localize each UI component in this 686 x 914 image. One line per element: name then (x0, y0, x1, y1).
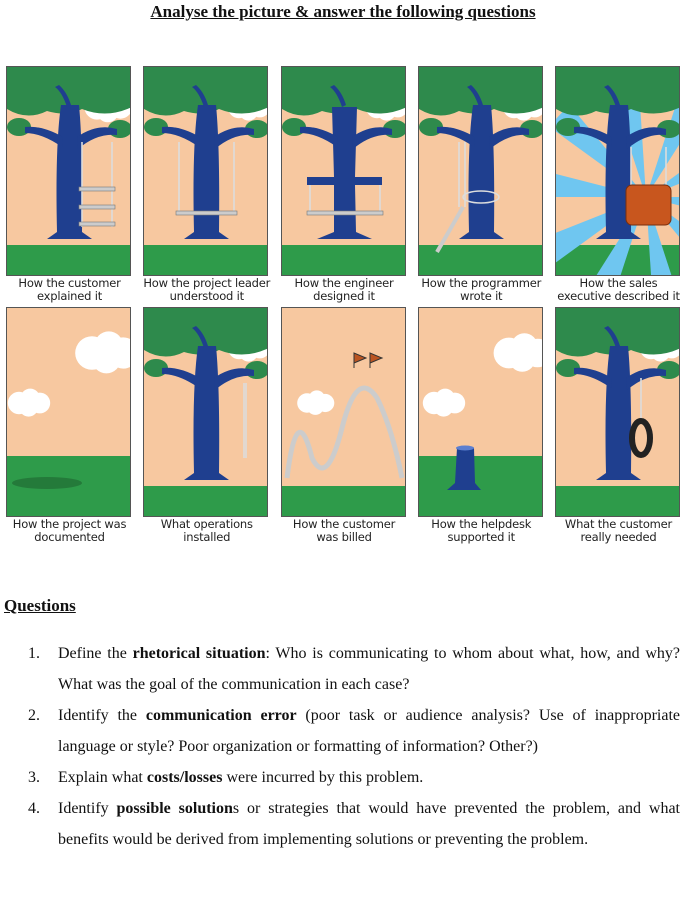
tree-stump (446, 448, 481, 490)
question-text: s or strategies that would have prevente… (58, 800, 681, 848)
panel-caption: How the engineer designed it (294, 276, 394, 303)
cartoon-illustration (556, 67, 679, 275)
cartoon-panel (280, 66, 406, 276)
cartoon-panel (555, 66, 680, 276)
tree-shape (556, 308, 679, 480)
cloud-shape (75, 331, 130, 374)
panel-caption: How the helpdesk supported it (431, 517, 532, 544)
question-text: (poor task or audience analysis? Use of … (58, 707, 681, 755)
grass-ground (144, 486, 268, 516)
panel-cell: How the project leader understood it (143, 66, 270, 307)
panel-caption: How the sales executive described it (557, 276, 680, 303)
panel-caption: How the project was documented (12, 517, 127, 544)
swing-seat (435, 205, 465, 254)
panel-cell: How the customer explained it (6, 66, 133, 307)
stump-top (455, 445, 474, 451)
cartoon-illustration (556, 308, 679, 516)
flag-shape (353, 352, 367, 368)
swing-seat (78, 221, 116, 227)
cartoon-row-1: How the customer explained it How the pr… (6, 66, 682, 307)
panel-cell: What the customer really needed (555, 307, 682, 548)
cartoon-panel (417, 307, 543, 517)
panel-caption: How the project leader understood it (143, 276, 271, 303)
panel-cell: How the sales executive described it (555, 66, 682, 307)
question-text: Identify (58, 800, 117, 817)
question-number: 4. (28, 800, 40, 817)
panel-cell: How the customer was billed (280, 307, 408, 548)
panel-caption: What the customer really needed (564, 517, 673, 544)
page-title: Analyse the picture & answer the followi… (150, 2, 536, 21)
questions-list: 1. Define the rhetorical situation: Who i… (28, 638, 680, 855)
cartoon-row-2: How the project was documented What oper… (6, 307, 682, 548)
question-item: 2. Identify the communication error (poor… (28, 700, 680, 762)
question-keyword: possible solution (116, 800, 233, 817)
question-text: were incurred by this problem. (222, 769, 424, 786)
question-text: Explain what (58, 769, 147, 786)
panel-cell: What operations installed (143, 307, 270, 548)
question-number: 1. (28, 645, 40, 662)
grass-ground (281, 486, 405, 516)
flag-shape (369, 352, 383, 368)
tree-shape (556, 67, 679, 239)
panel-caption: How the customer was billed (292, 517, 396, 544)
grass-ground (144, 245, 268, 275)
panel-caption: How the programmer wrote it (421, 276, 542, 303)
question-keyword: communication error (145, 707, 297, 724)
panel-caption: How the customer explained it (18, 276, 121, 303)
swing-seat (175, 210, 238, 216)
question-item: 3. Explain what costs/losses were incurre… (28, 762, 680, 793)
cartoon-illustration (7, 67, 130, 275)
tree-shape (418, 67, 542, 239)
grass-ground (281, 245, 405, 275)
question-item: 4. Identify possible solutions or strateg… (28, 793, 680, 855)
grass-ground (556, 486, 679, 516)
cloud-shape (296, 390, 334, 415)
cartoon-illustration (281, 67, 405, 275)
tree-shape (144, 308, 268, 480)
question-text: Define the (58, 645, 133, 662)
question-text: : Who is communicating to whom about wha… (58, 645, 681, 693)
cartoon-grid: How the customer explained it How the pr… (6, 66, 682, 548)
panel-cell: How the project was documented (6, 307, 133, 548)
question-keyword: costs/losses (146, 769, 223, 786)
tree-shape (281, 67, 405, 239)
questions-heading: Questions (4, 596, 76, 615)
question-text: Identify the (58, 707, 146, 724)
cartoon-panel (417, 66, 543, 276)
cartoon-panel (143, 307, 269, 517)
panel-cell: How the engineer designed it (280, 66, 408, 307)
cartoon-illustration (144, 308, 268, 516)
question-item: 1. Define the rhetorical situation: Who i… (28, 638, 680, 700)
grass-ground (7, 245, 130, 275)
coaster-track (284, 385, 404, 479)
rope-knot (462, 190, 500, 204)
cloud-shape (422, 388, 465, 417)
cartoon-panel (280, 307, 406, 517)
cartoon-panel (555, 307, 680, 517)
panel-cell: How the programmer wrote it (417, 66, 545, 307)
armchair-shape (625, 184, 672, 226)
cartoon-panel (6, 66, 131, 276)
cartoon-panel (6, 307, 131, 517)
panel-caption: What operations installed (160, 517, 253, 544)
tire-shape (629, 418, 653, 458)
cartoon-illustration (281, 308, 405, 516)
cartoon-panel (143, 66, 269, 276)
tree-shape (144, 67, 268, 239)
cloud-shape (493, 333, 542, 372)
grass-ground (418, 456, 542, 516)
cloud-shape (7, 388, 51, 417)
question-number: 3. (28, 769, 40, 786)
cartoon-illustration (418, 67, 542, 275)
swing-seat (306, 210, 383, 216)
cartoon-illustration (418, 308, 542, 516)
question-keyword: rhetorical situation (132, 645, 266, 662)
cartoon-illustration (144, 67, 268, 275)
question-number: 2. (28, 707, 40, 724)
panel-cell: How the helpdesk supported it (417, 307, 545, 548)
ground-shadow (12, 477, 82, 489)
cartoon-illustration (7, 308, 130, 516)
swing-seat (78, 186, 116, 192)
swing-seat (78, 204, 116, 210)
